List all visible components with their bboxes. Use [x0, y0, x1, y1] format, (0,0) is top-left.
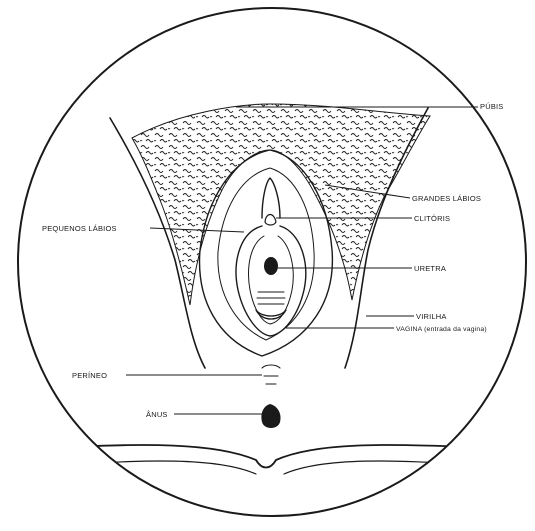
pubic-hair-region [132, 104, 430, 305]
perineum-mark [262, 365, 280, 384]
label-vagina: VAGINA (entrada da vagina) [396, 326, 487, 333]
buttocks-line-lower [40, 461, 500, 474]
vestibule-lines [257, 292, 285, 304]
label-pequenos-labios: PEQUENOS LÁBIOS [42, 224, 117, 233]
anus-shape [261, 404, 280, 428]
clitoris-shape [265, 215, 276, 226]
label-grandes-labios: GRANDES LÁBIOS [412, 194, 481, 203]
label-pubis: PÚBIS [480, 102, 504, 111]
label-clitoris: CLITÓRIS [414, 214, 450, 223]
labia-minora-inner [249, 236, 294, 324]
label-anus: ÂNUS [146, 410, 168, 419]
label-uretra: URETRA [414, 264, 446, 273]
label-virilha: VIRILHA [416, 312, 447, 321]
label-perineo: PERÍNEO [72, 371, 107, 380]
buttocks-line [18, 445, 522, 468]
clitoral-hood [262, 178, 280, 218]
urethra-shape [264, 257, 278, 275]
vaginal-opening [256, 310, 286, 319]
labia-majora-inner [218, 168, 314, 340]
